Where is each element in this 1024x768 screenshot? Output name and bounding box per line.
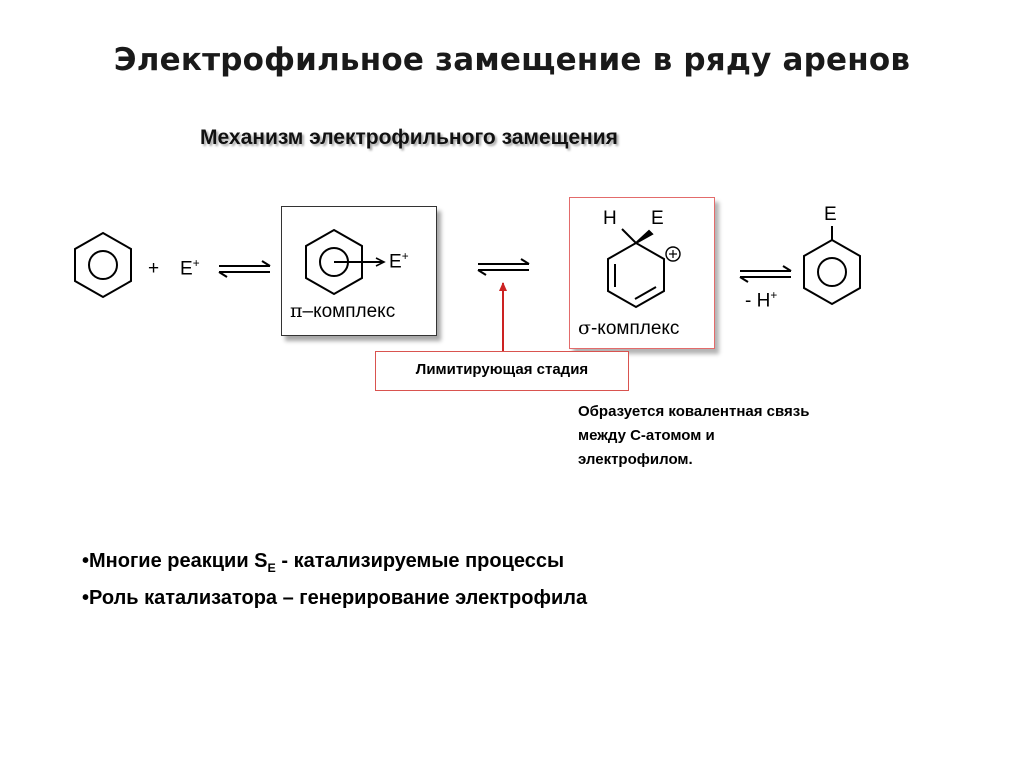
benzene-reactant (74, 231, 132, 299)
limiting-stage-box (375, 351, 629, 391)
covalent-bond-note: Образуется ковалентная связь между С-ато… (578, 403, 810, 468)
equilibrium-arrow-2 (477, 258, 530, 276)
pi-complex-electrophile: E+ (389, 250, 409, 273)
equilibrium-arrow-3 (739, 265, 792, 283)
sigma-complex-label: σ-комплекс (578, 317, 680, 339)
sigma-complex-box (569, 197, 715, 349)
benzene-pi-complex (305, 228, 386, 296)
limiting-stage-label: Лимитирующая стадия (415, 361, 589, 378)
proton-elimination: - H+ (745, 289, 778, 312)
sigma-e-label: E (651, 208, 664, 229)
sigma-complex-ring (607, 228, 681, 309)
page-title: Электрофильное замещение в ряду аренов (113, 42, 911, 78)
pi-complex-label: π–комплекс (290, 300, 396, 322)
mechanism-subtitle: Механизм электрофильного замещения (200, 126, 618, 149)
benzene-product (803, 226, 861, 306)
electrophile-reactant: E+ (180, 257, 200, 280)
bullet-item: •Многие реакции SE - катализируемые проц… (82, 550, 565, 575)
sigma-h-label: H (603, 208, 617, 229)
product-substituent: E (824, 204, 837, 225)
equilibrium-arrow-1 (218, 260, 271, 278)
plus-sign: + (148, 258, 160, 279)
bullet-item: •Роль катализатора – генерирование элект… (82, 587, 588, 609)
bullet-list: •Многие реакции SE - катализируемые проц… (82, 546, 587, 613)
